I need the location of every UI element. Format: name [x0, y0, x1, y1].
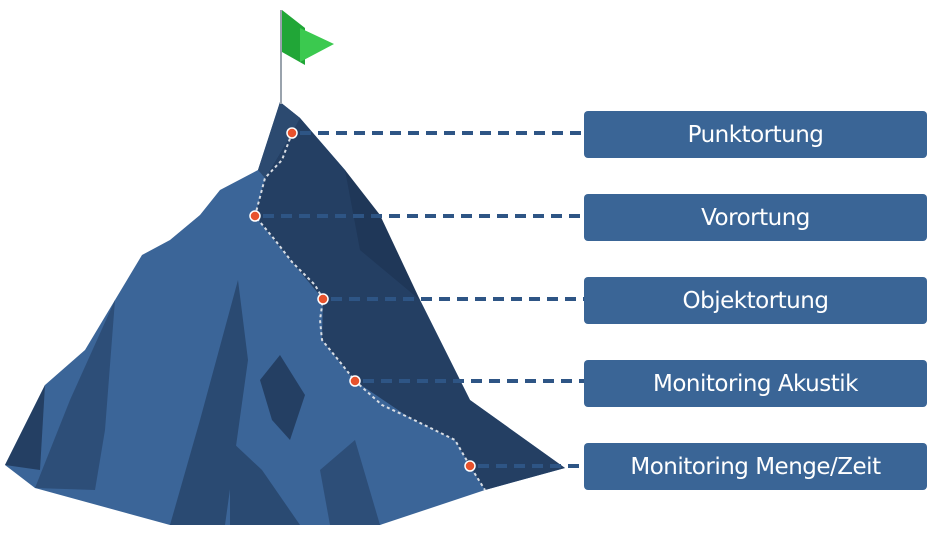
waypoint-objektortung — [317, 293, 329, 305]
stage-connectors — [249, 127, 584, 472]
waypoint-punktortung — [286, 127, 298, 139]
stage-label-objektortung: Objektortung — [584, 277, 927, 324]
stage-label-vorortung: Vorortung — [584, 194, 927, 241]
mountain-facet — [260, 355, 305, 440]
mountain-shadow-face — [255, 102, 565, 490]
mountain-facet — [320, 440, 380, 525]
stage-label-monitoring-menge-zeit: Monitoring Menge/Zeit — [584, 443, 927, 490]
mountain-facet — [5, 385, 45, 470]
waypoint-monitoring-menge-zeit — [464, 460, 476, 472]
waypoint-vorortung — [249, 210, 261, 222]
stage-label-punktortung: Punktortung — [584, 111, 927, 158]
route-path — [253, 132, 486, 491]
stage-label-monitoring-akustik: Monitoring Akustik — [584, 360, 927, 407]
flag-icon — [282, 10, 305, 65]
mountain-facet — [170, 280, 248, 525]
flag-tail — [300, 28, 334, 62]
waypoint-monitoring-akustik — [349, 375, 361, 387]
mountain-facet — [258, 102, 300, 178]
mountain-facet — [35, 300, 115, 490]
mountain-facet — [230, 440, 300, 525]
mountain-facet — [345, 170, 420, 300]
